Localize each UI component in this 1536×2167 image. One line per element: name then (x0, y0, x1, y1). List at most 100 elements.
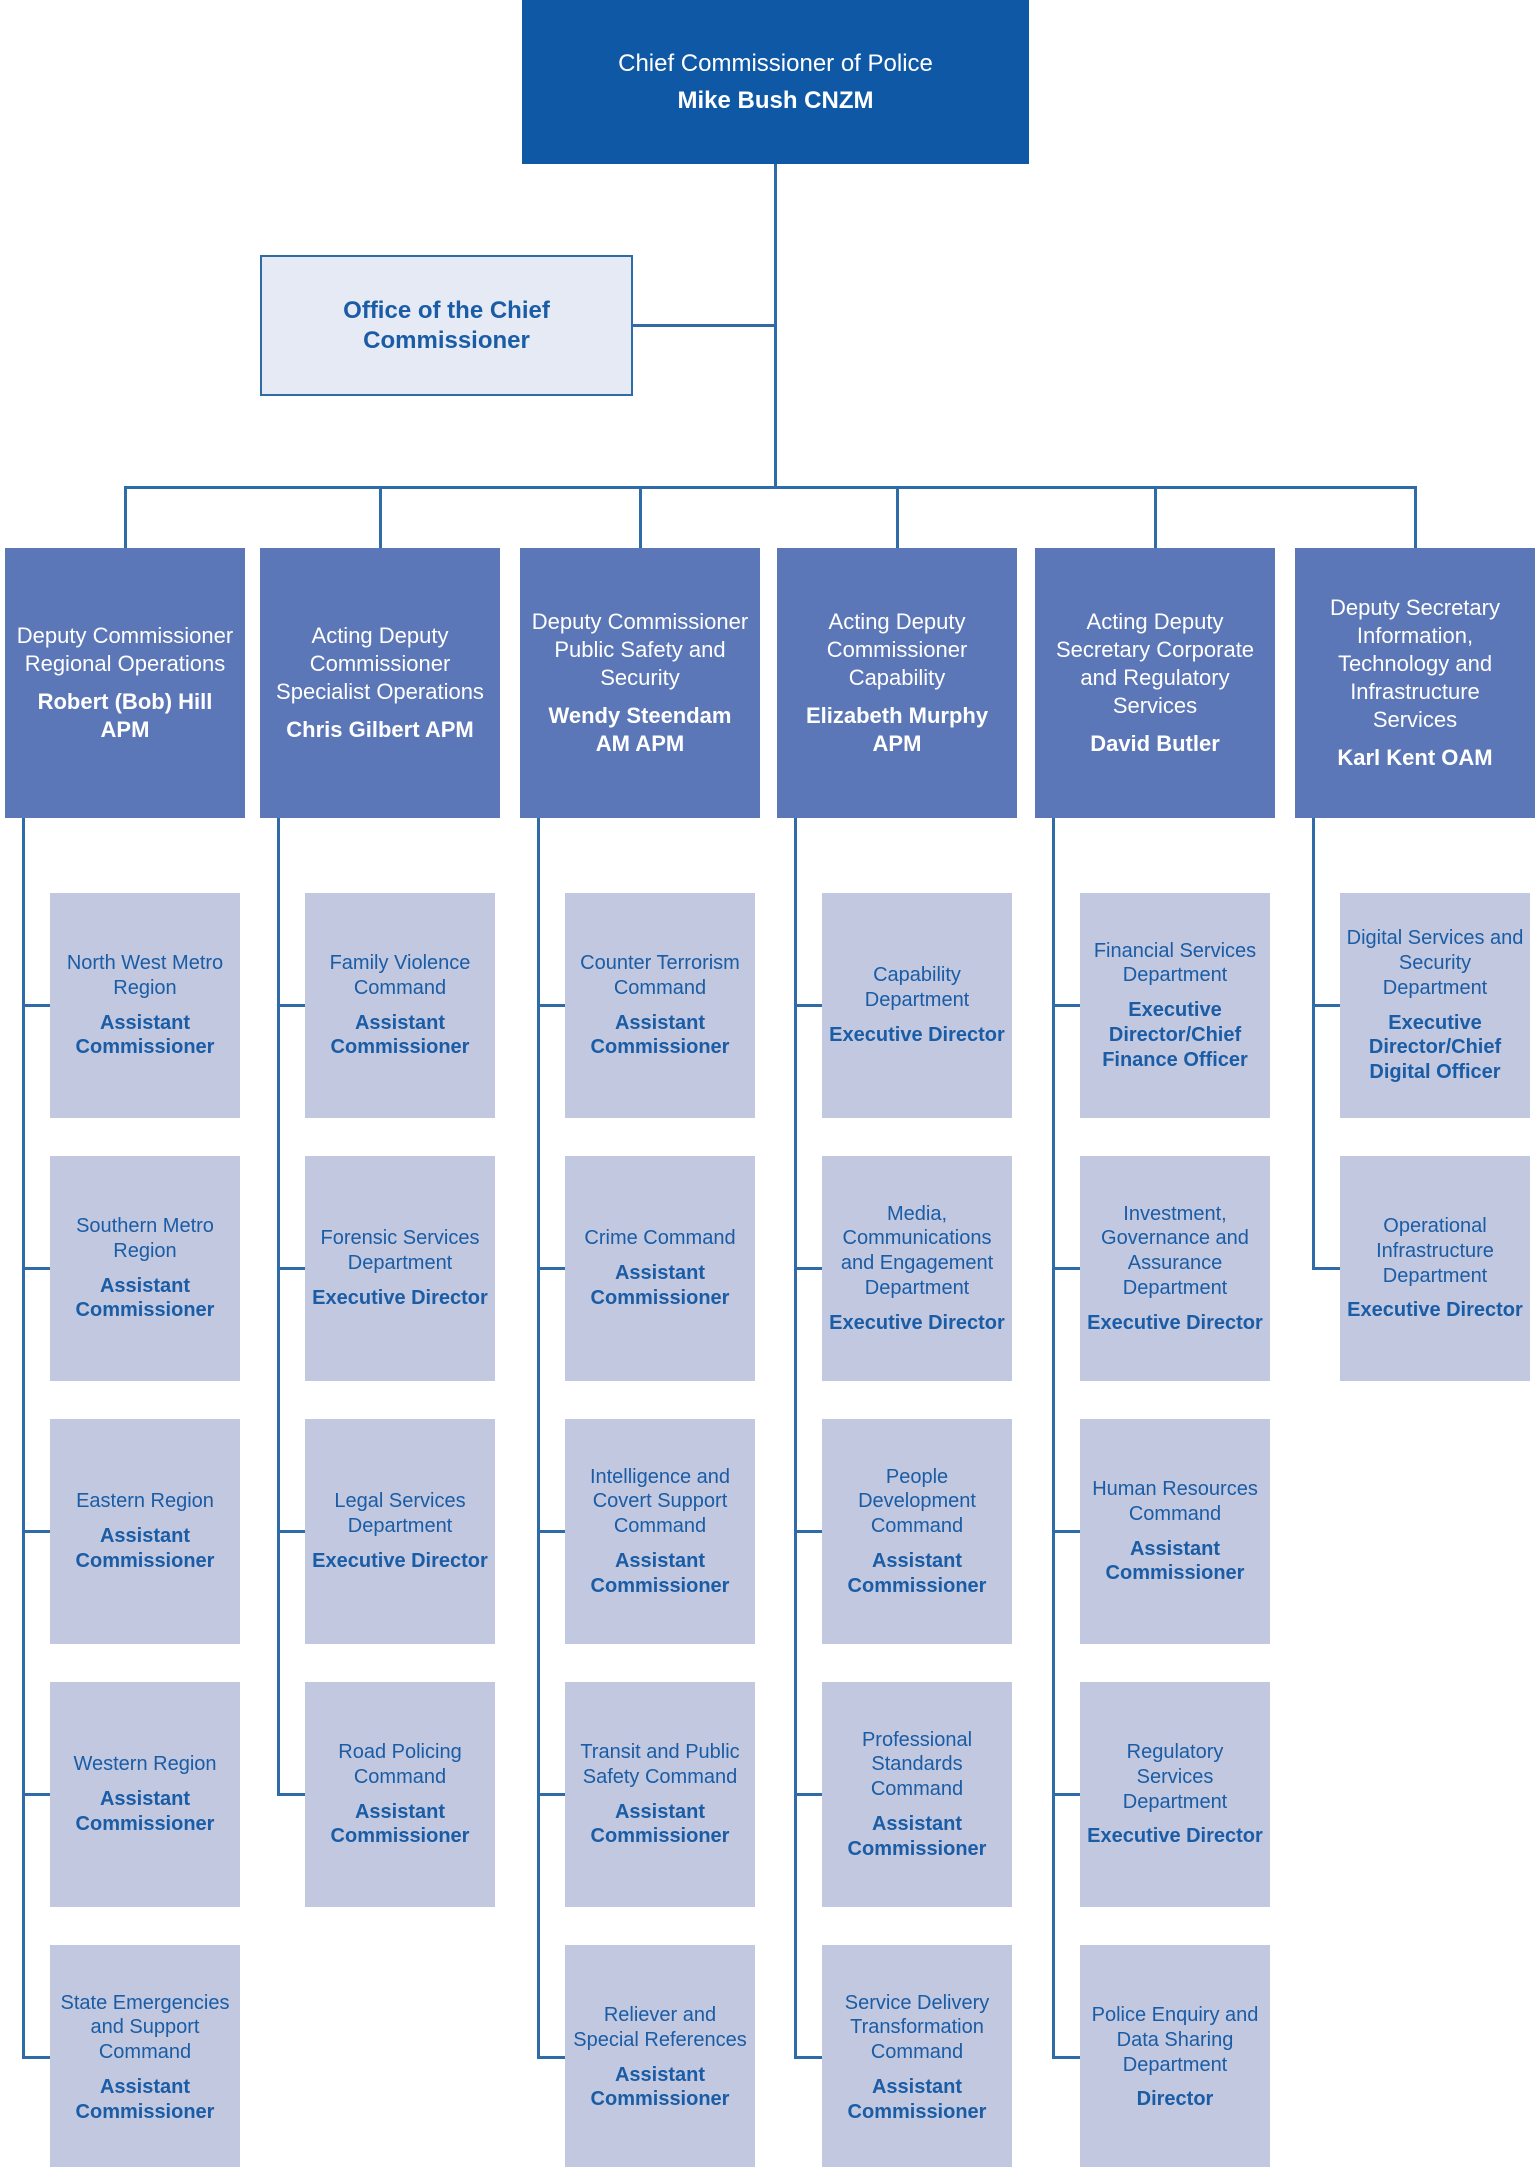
unit-title: Operational Infrastructure Department (1376, 1214, 1494, 1287)
connector-branch (124, 486, 1417, 489)
root-title: Chief Commissioner of Police (618, 49, 933, 77)
exec-node-public-safety-security: Deputy Commissioner Public Safety and Se… (520, 548, 760, 818)
unit-node-intelligence-covert-support: Intelligence and Covert Support Command … (565, 1419, 755, 1644)
unit-node-counter-terrorism-command: Counter Terrorism Command Assistant Comm… (565, 893, 755, 1118)
unit-title: Crime Command (584, 1227, 736, 1250)
unit-title: Regulatory Services Department (1122, 1740, 1228, 1813)
exec-title: Deputy Secretary Information, Technology… (1330, 594, 1500, 733)
root-name: Mike Bush CNZM (677, 87, 874, 114)
unit-title: Media, Communications and Engagement Dep… (840, 1202, 994, 1299)
unit-role: Assistant Commissioner (847, 1812, 987, 1860)
unit-role: Assistant Commissioner (75, 2075, 215, 2123)
office-node: Office of the Chief Commissioner (260, 255, 633, 396)
connector-unit-stub (1052, 1530, 1080, 1533)
exec-name: Chris Gilbert APM (286, 717, 474, 743)
unit-role: Executive Director (312, 1549, 488, 1572)
unit-title: Capability Department (864, 964, 970, 1012)
unit-title: Counter Terrorism Command (580, 951, 740, 999)
exec-node-regional-operations: Deputy Commissioner Regional Operations … (5, 548, 245, 818)
connector-unit-stub (1312, 1267, 1340, 1270)
unit-role: Assistant Commissioner (590, 2063, 730, 2111)
unit-title: Financial Services Department (1093, 939, 1257, 987)
exec-name: Robert (Bob) Hill APM (37, 689, 213, 743)
connector-office-link (633, 324, 774, 327)
unit-role: Assistant Commissioner (590, 1262, 730, 1309)
connector-unit-stub (1052, 1793, 1080, 1796)
unit-node-operational-infrastructure: Operational Infrastructure Department Ex… (1340, 1156, 1530, 1381)
unit-title: Digital Services and Security Department (1346, 927, 1524, 999)
unit-title: Professional Standards Command (861, 1728, 973, 1801)
unit-title: Western Region (73, 1753, 217, 1776)
connector-unit-stub (794, 1793, 822, 1796)
exec-title: Deputy Commissioner Public Safety and Se… (531, 608, 749, 690)
exec-name: Elizabeth Murphy APM (805, 703, 989, 757)
exec-title: Acting Deputy Secretary Corporate and Re… (1055, 608, 1255, 719)
unit-role: Assistant Commissioner (75, 1525, 215, 1572)
connector-exec-drop (124, 486, 127, 548)
unit-role: Assistant Commissioner (75, 1788, 215, 1835)
unit-role: Assistant Commissioner (847, 2075, 987, 2123)
connector-exec-drop (1414, 486, 1417, 548)
unit-node-digital-services-security: Digital Services and Security Department… (1340, 893, 1530, 1118)
unit-node-north-west-metro-region: North West Metro Region Assistant Commis… (50, 893, 240, 1118)
unit-title: People Development Command (858, 1465, 976, 1538)
unit-node-people-development-command: People Development Command Assistant Com… (822, 1419, 1012, 1644)
unit-node-crime-command: Crime Command Assistant Commissioner (565, 1156, 755, 1381)
connector-unit-stub (1052, 2056, 1080, 2059)
connector-column-trunk (1312, 818, 1315, 1268)
connector-unit-stub (1052, 1004, 1080, 1007)
unit-node-regulatory-services: Regulatory Services Department Executive… (1080, 1682, 1270, 1907)
exec-node-corporate-regulatory: Acting Deputy Secretary Corporate and Re… (1035, 548, 1275, 818)
connector-unit-stub (794, 1004, 822, 1007)
connector-column-trunk (277, 818, 280, 1794)
unit-title: Police Enquiry and Data Sharing Departme… (1091, 2003, 1259, 2076)
exec-node-information-technology: Deputy Secretary Information, Technology… (1295, 548, 1535, 818)
unit-title: North West Metro Region (66, 951, 224, 999)
unit-role: Executive Director (829, 1023, 1005, 1046)
unit-title: Investment, Governance and Assurance Dep… (1101, 1202, 1249, 1299)
unit-node-police-enquiry-data-sharing: Police Enquiry and Data Sharing Departme… (1080, 1945, 1270, 2167)
unit-node-state-emergencies-support: State Emergencies and Support Command As… (50, 1945, 240, 2167)
unit-node-capability-department: Capability Department Executive Director (822, 893, 1012, 1118)
unit-title: Service Delivery Transformation Command (844, 1991, 990, 2064)
connector-exec-drop (1154, 486, 1157, 548)
unit-role: Assistant Commissioner (590, 1549, 730, 1597)
unit-title: Southern Metro Region (76, 1214, 214, 1262)
unit-title: Reliever and Special References (573, 2003, 747, 2051)
root-node: Chief Commissioner of Police Mike Bush C… (522, 0, 1029, 164)
unit-node-western-region: Western Region Assistant Commissioner (50, 1682, 240, 1907)
unit-role: Assistant Commissioner (590, 1800, 730, 1848)
unit-title: Human Resources Command (1092, 1477, 1258, 1525)
connector-unit-stub (22, 1004, 50, 1007)
unit-role: Assistant Commissioner (75, 1011, 215, 1059)
unit-role: Executive Director/Chief Digital Officer (1368, 1011, 1502, 1084)
unit-title: Transit and Public Safety Command (580, 1740, 740, 1788)
connector-unit-stub (1312, 1004, 1340, 1007)
exec-title: Deputy Commissioner Regional Operations (16, 622, 234, 676)
exec-name: Karl Kent OAM (1337, 745, 1493, 771)
unit-node-legal-services: Legal Services Department Executive Dire… (305, 1419, 495, 1644)
exec-name: David Butler (1090, 731, 1220, 757)
unit-role: Executive Director/Chief Finance Officer (1102, 999, 1248, 1071)
connector-exec-drop (896, 486, 899, 548)
unit-title: Eastern Region (76, 1490, 214, 1513)
connector-unit-stub (1052, 1267, 1080, 1270)
unit-title: Intelligence and Covert Support Command (589, 1465, 731, 1538)
unit-role: Executive Director (1347, 1299, 1523, 1322)
unit-node-human-resources-command: Human Resources Command Assistant Commis… (1080, 1419, 1270, 1644)
unit-node-media-communications-engagement: Media, Communications and Engagement Dep… (822, 1156, 1012, 1381)
unit-role: Assistant Commissioner (1105, 1537, 1245, 1585)
unit-role: Executive Director (1087, 1311, 1263, 1334)
unit-role: Assistant Commissioner (330, 1011, 470, 1059)
connector-unit-stub (277, 1530, 305, 1533)
unit-title: Road Policing Command (338, 1740, 462, 1788)
connector-column-trunk (1052, 818, 1055, 2057)
connector-unit-stub (277, 1267, 305, 1270)
exec-node-specialist-operations: Acting Deputy Commissioner Specialist Op… (260, 548, 500, 818)
unit-role: Assistant Commissioner (75, 1274, 215, 1322)
connector-unit-stub (22, 2056, 50, 2059)
unit-role: Director (1136, 2088, 1214, 2111)
exec-title: Acting Deputy Commissioner Specialist Op… (276, 622, 484, 704)
unit-node-financial-services: Financial Services Department Executive … (1080, 893, 1270, 1118)
